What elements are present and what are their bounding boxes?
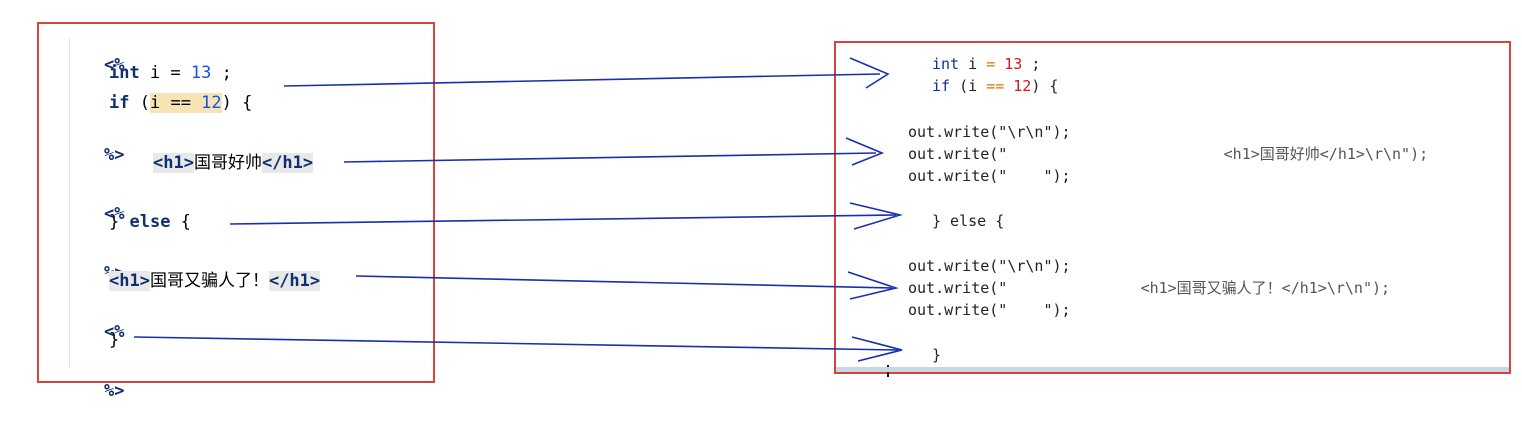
gen-line-else: } else { bbox=[932, 212, 1005, 230]
scriptlet-open-1: <% bbox=[103, 55, 125, 75]
h1-close-tag: </h1> bbox=[261, 153, 314, 173]
h1-text: 国哥又骗人了！ bbox=[149, 271, 269, 291]
line-h1-lying: <h1>国哥又骗人了！</h1> bbox=[109, 270, 321, 292]
gen-line-write-3: out.write(" "); bbox=[908, 167, 1071, 185]
h1-open-tag: <h1> bbox=[109, 271, 150, 291]
keyword-if: if bbox=[109, 93, 130, 113]
gen-line-write-2: out.write(" <h1>国哥好帅</h1>\r\n"); bbox=[908, 145, 1429, 163]
scriptlet-open-2: <% bbox=[103, 204, 125, 224]
gen-line-write-6: out.write(" "); bbox=[908, 301, 1071, 319]
line-h1-handsome: <h1>国哥好帅</h1> bbox=[153, 152, 314, 174]
line-else: } else { bbox=[109, 212, 191, 232]
jsp-source-panel: <% int i = 13 ; if (i == 12) { %> <h1>国哥… bbox=[37, 22, 435, 401]
h1-close-tag: </h1> bbox=[268, 271, 321, 291]
h1-open-tag: <h1> bbox=[153, 153, 194, 173]
gen-line-write-5: out.write(" <h1>国哥又骗人了！</h1>\r\n"); bbox=[908, 279, 1391, 297]
mapping-arrows bbox=[133, 57, 904, 362]
gen-line-final-brace: } bbox=[932, 346, 942, 364]
arrow-h1-handsome bbox=[343, 137, 885, 166]
scriptlet-close-3: %> bbox=[103, 381, 125, 401]
scrollbar-strip bbox=[836, 367, 1509, 372]
gen-line-write-1: out.write("\r\n"); bbox=[908, 123, 1071, 141]
line-final-brace: } bbox=[109, 330, 120, 350]
keyword-else: else bbox=[129, 212, 171, 232]
indent-guide bbox=[69, 38, 70, 367]
arrow-else bbox=[229, 202, 904, 230]
generated-servlet-panel: int i = 13 ; if (i == 12) { out.write("\… bbox=[834, 41, 1511, 377]
number-13: 13 bbox=[190, 63, 212, 83]
gen-line-write-4: out.write("\r\n"); bbox=[908, 257, 1071, 275]
scriptlet-close-1: %> bbox=[103, 145, 125, 165]
arrow-final-brace bbox=[133, 336, 903, 362]
highlighted-condition: i == 12 bbox=[149, 93, 222, 113]
arrow-h1-lying bbox=[355, 271, 899, 300]
gen-line-if: if (i == 12) { bbox=[932, 77, 1059, 95]
scriptlet-open-3: <% bbox=[103, 322, 125, 342]
arrow-int-if bbox=[283, 57, 890, 89]
line-int-declaration: int i = 13 ; bbox=[109, 63, 232, 83]
line-if-statement: if (i == 12) { bbox=[109, 93, 253, 113]
gen-line-int: int i = 13 ; bbox=[932, 55, 1041, 73]
keyword-int: int bbox=[109, 63, 140, 83]
h1-text: 国哥好帅 bbox=[193, 153, 262, 173]
